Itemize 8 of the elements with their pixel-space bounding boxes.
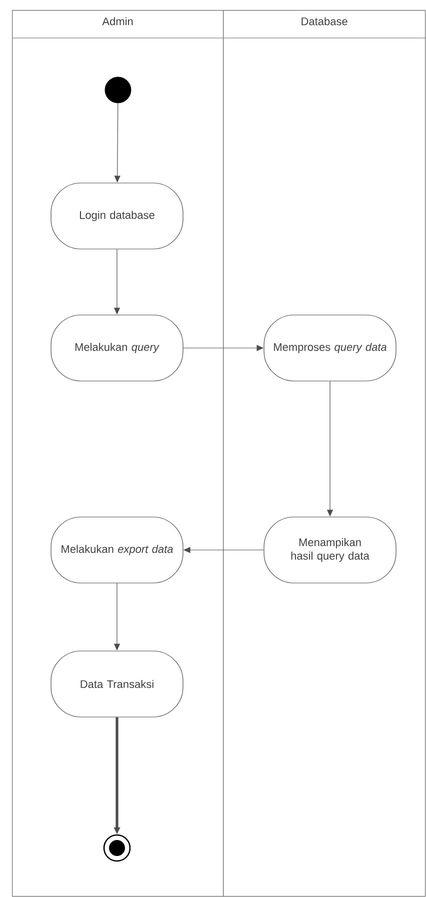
activity-box: Memproses query data <box>264 314 396 382</box>
end-node <box>103 834 131 862</box>
activity-box: Menampikan hasil query data <box>264 516 396 584</box>
activity-box: Data Transaksi <box>50 650 184 718</box>
activity-box: Login database <box>50 182 184 250</box>
activity-box: Melakukan export data <box>50 516 184 584</box>
start-node <box>104 76 132 104</box>
activity-box: Melakukan query <box>50 314 184 382</box>
